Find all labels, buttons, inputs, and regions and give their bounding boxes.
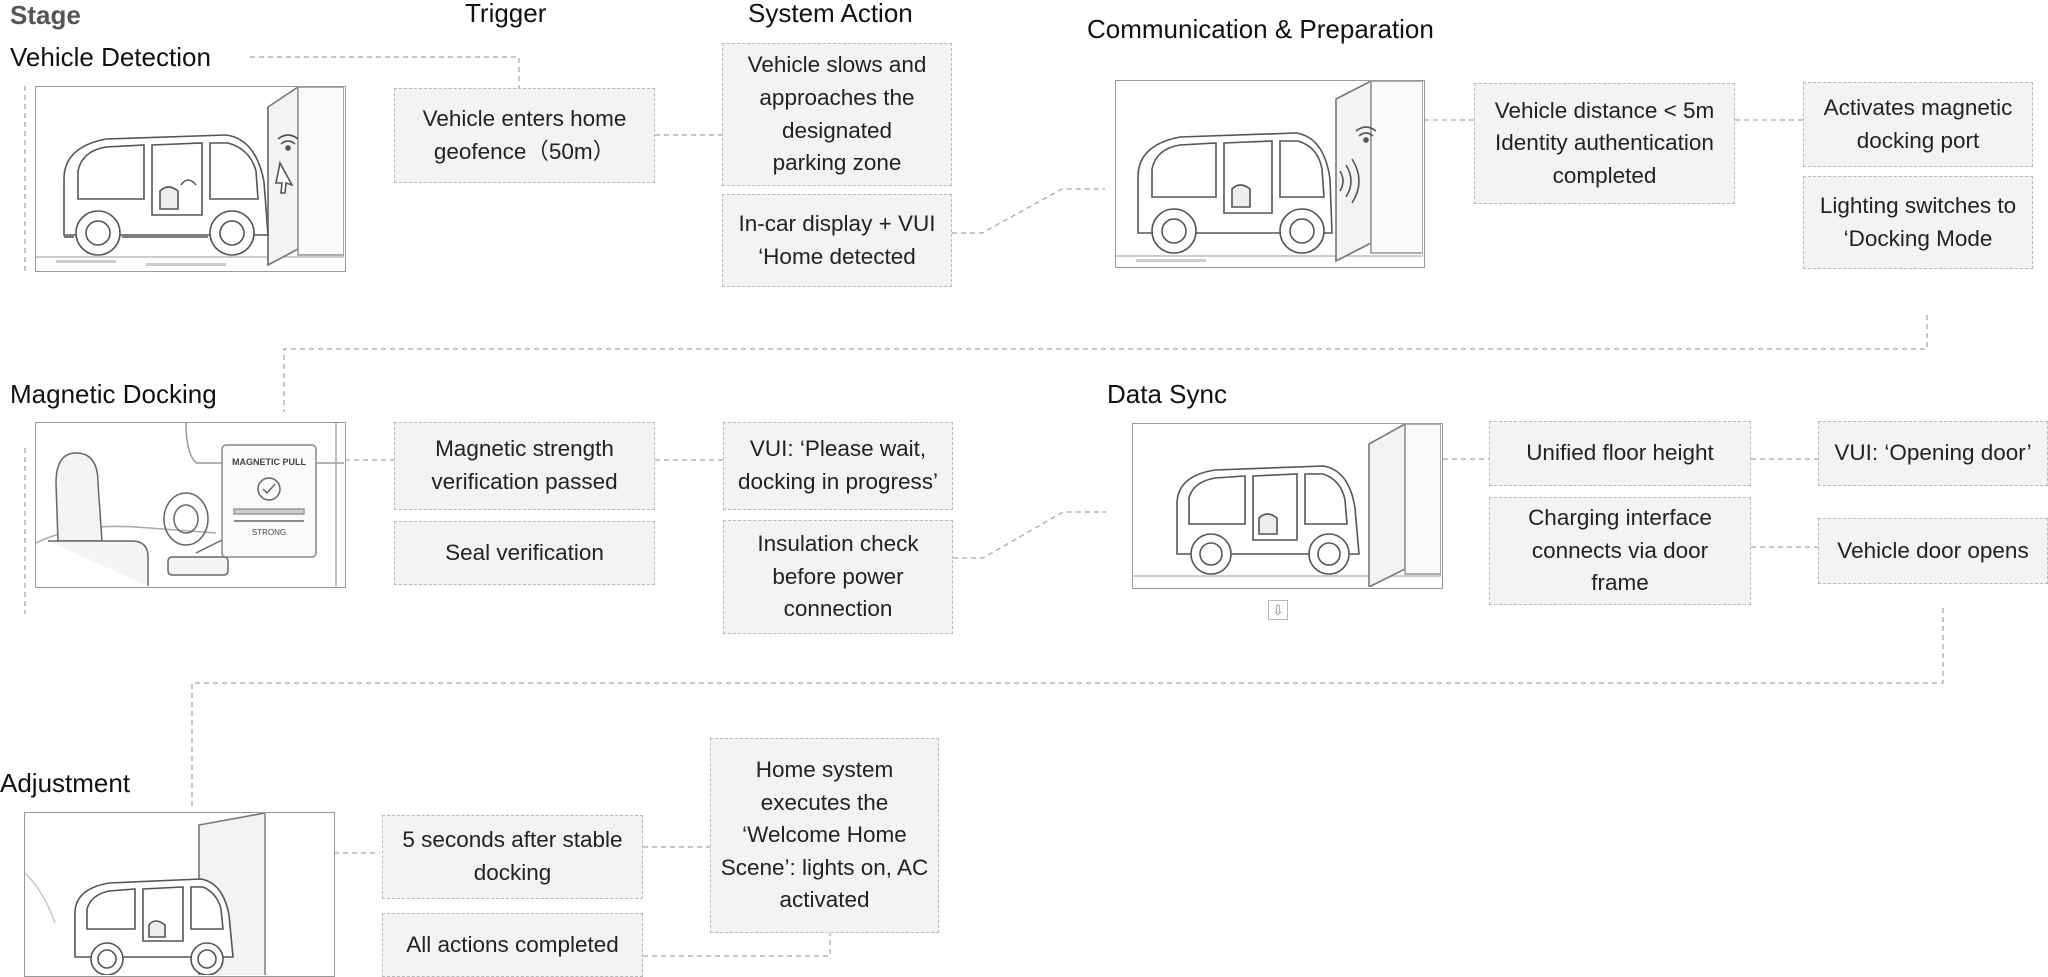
cp-trigger-box: Vehicle distance < 5m Identity authentic… [1474, 83, 1735, 204]
stage-title-magnetic-docking: Magnetic Docking [10, 379, 217, 409]
trigger-header: Trigger [465, 0, 547, 28]
docking-panel-title: MAGNETIC PULL [232, 457, 306, 467]
connector-md-to-illus-ds [953, 511, 1106, 559]
vd-action-box-2: In-car display + VUI ‘Home detected [722, 194, 952, 287]
md-action-box-2: Insulation check before power connection [723, 520, 953, 634]
stage-header: Stage [10, 0, 81, 30]
stage-title-data-sync: Data Sync [1107, 379, 1227, 409]
wifi-icon [277, 134, 299, 151]
ds-action-box-2: Vehicle door opens [1818, 518, 2048, 584]
adjustment-illustration [24, 812, 335, 977]
communication-illustration [1115, 80, 1425, 268]
stage-title-adjustment: Adjustment [0, 768, 131, 798]
down-arrow-icon: ⇩ [1268, 600, 1288, 620]
magnetic-docking-illustration: MAGNETIC PULL STRONG [35, 422, 346, 588]
ds-trigger-box-2: Charging interface connects via door fra… [1489, 497, 1751, 605]
stage-title-vehicle-detection: Vehicle Detection [10, 42, 211, 72]
connector-vd-to-illus-cp [952, 188, 1105, 234]
ad-action-box-1: Home system executes the ‘Welcome Home S… [710, 738, 939, 933]
connector-row2-row3 [191, 608, 1944, 808]
ds-action-box-1: VUI: ‘Opening door’ [1818, 421, 2048, 486]
cp-action-box-2: Lighting switches to ‘Docking Mode [1803, 176, 2033, 269]
md-action-box-1: VUI: ‘Please wait, docking in progress’ [723, 422, 953, 510]
cp-action-box-1: Activates magnetic docking port [1803, 82, 2033, 167]
vd-action-box-1: Vehicle slows and approaches the designa… [722, 43, 952, 186]
connector-vd-title [250, 56, 520, 88]
connector-ad-completed-action [643, 933, 831, 957]
vehicle-detection-illustration [35, 86, 346, 272]
data-sync-illustration [1132, 423, 1443, 589]
ad-trigger-box-2: All actions completed [382, 913, 643, 977]
connector-row1-row2 [283, 315, 1928, 412]
md-trigger-box-1: Magnetic strength verification passed [394, 422, 655, 510]
stage-title-communication-preparation: Communication & Preparation [1087, 14, 1434, 44]
wifi-icon [1355, 126, 1377, 143]
md-trigger-box-2: Seal verification [394, 521, 655, 585]
cursor-arrow-icon [275, 160, 294, 194]
docking-panel-status: STRONG [252, 528, 286, 537]
vd-trigger-box: Vehicle enters home geofence（50m） [394, 88, 655, 183]
system-action-header: System Action [748, 0, 913, 28]
signal-waves-icon [1339, 158, 1360, 204]
check-circle-icon [257, 477, 281, 501]
ds-trigger-box-1: Unified floor height [1489, 421, 1751, 486]
ad-trigger-box-1: 5 seconds after stable docking [382, 815, 643, 899]
